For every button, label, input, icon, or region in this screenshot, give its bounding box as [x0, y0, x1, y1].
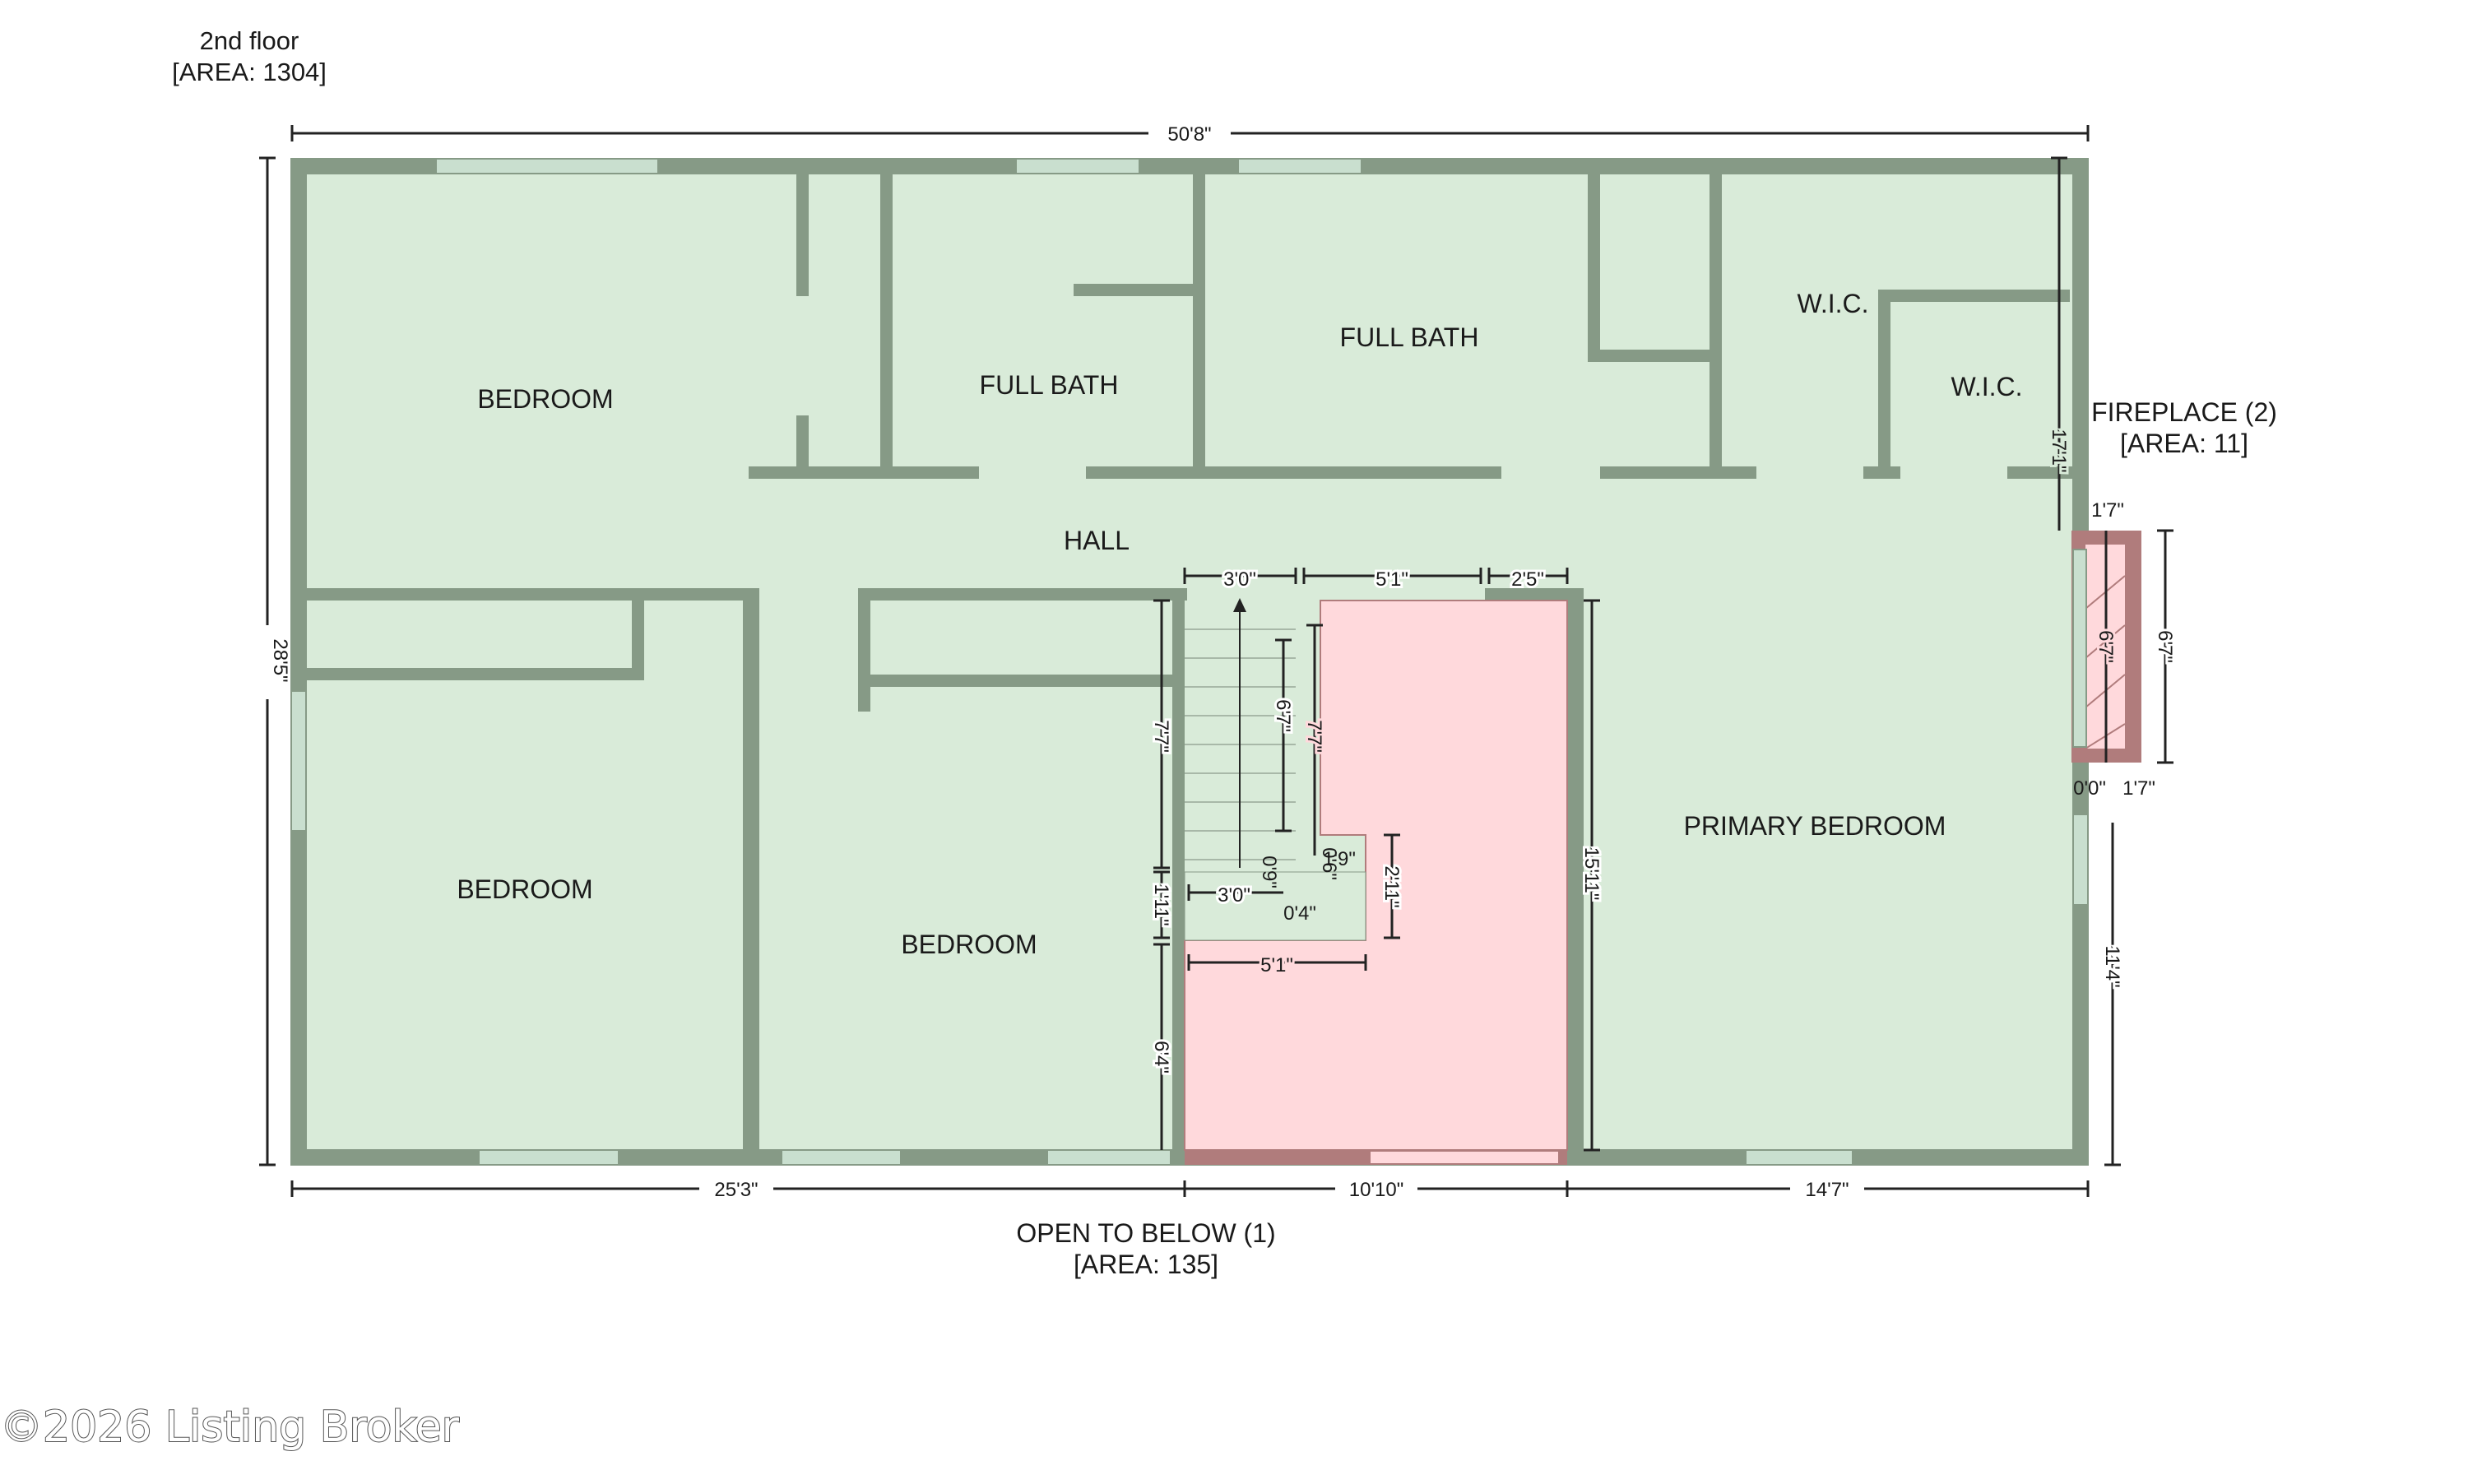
room-label-bedroom-nw: BEDROOM [477, 384, 613, 414]
room-label-full-bath-2: FULL BATH [1340, 322, 1479, 352]
floor-area: [AREA: 1304] [172, 58, 327, 86]
bottom-dimension-line [290, 1180, 2090, 1197]
dim-landing-step: 0'9" [1258, 856, 1280, 888]
overall-width-label: 50'8" [1167, 123, 1211, 146]
inner-dimension-lines [1153, 156, 2173, 1166]
dim-notch-c: 0'4" [1283, 902, 1316, 925]
dim-right-lower: 11'4" [2101, 945, 2123, 987]
dim-landing-width: 2'5" [1511, 568, 1544, 591]
dim-notch-a: 1'9" [1323, 848, 1356, 870]
dim-stair-bottom-width: 3'0" [1218, 884, 1250, 907]
dim-bottom-mid: 10'10" [1349, 1179, 1404, 1201]
room-label-wic-2: W.I.C. [1951, 372, 2022, 401]
dim-fp-bottom-a: 0'0" [2073, 777, 2106, 800]
dim-lower-run: 6'4" [1150, 1041, 1172, 1074]
dim-notch-b: 0'6" [1318, 847, 1340, 880]
fireplace-title: FIREPLACE (2) [2091, 397, 2277, 427]
dim-open-run: 7'7" [1303, 720, 1325, 753]
room-label-primary-bedroom: PRIMARY BEDROOM [1684, 811, 1946, 841]
watermark: ©2026 Listing Broker [0, 1403, 460, 1452]
inner-dimension-labels: 3'0" 5'1" 2'5" 7'7" 6'7" 7'7" 1'11" 0'9"… [1148, 426, 2178, 1075]
dim-fp-depth-outer: 6'7" [2154, 630, 2176, 663]
dim-bottom-right: 14'7" [1805, 1179, 1849, 1201]
dim-notch-depth: 2'11" [1380, 865, 1403, 907]
overall-depth-label: 28'5" [269, 638, 291, 682]
dim-right-upper: 17'1" [2048, 429, 2070, 472]
room-label-wic-1: W.I.C. [1797, 289, 1868, 318]
floor-title: 2nd floor [200, 26, 299, 55]
dim-open-bottom-width: 5'1" [1260, 954, 1293, 976]
stair-landing [1184, 871, 1366, 941]
room-label-hall: HALL [1064, 526, 1130, 555]
dim-bottom-left: 25'3" [714, 1179, 758, 1201]
dim-primary-depth: 15'11" [1580, 847, 1603, 901]
dim-stair-top-width: 3'0" [1223, 568, 1256, 591]
windows [290, 158, 2089, 1166]
room-bedroom-mid [761, 601, 1164, 1149]
room-bedroom-nw [307, 174, 792, 591]
open-to-below-area-label: [AREA: 135] [1074, 1250, 1218, 1279]
dim-fp-bottom-b: 1'7" [2122, 777, 2155, 800]
room-label-full-bath-1: FULL BATH [980, 370, 1119, 400]
dim-open-top-width: 5'1" [1375, 568, 1408, 591]
room-bedroom-sw [307, 601, 743, 1149]
open-to-below-title: OPEN TO BELOW (1) [1016, 1218, 1275, 1248]
fireplace-area: [AREA: 11] [2120, 429, 2248, 458]
dim-landing-depth: 1'11" [1150, 883, 1172, 925]
stair-arrow-icon [1233, 598, 1246, 612]
room-label-bedroom-mid: BEDROOM [901, 930, 1037, 959]
dim-fp-width: 1'7" [2091, 499, 2124, 522]
staircase [1185, 598, 1296, 872]
dim-fp-depth-inner: 6'7" [2095, 630, 2117, 663]
door-openings [759, 282, 2007, 687]
dim-stair-inner-run: 6'7" [1272, 699, 1294, 732]
room-label-bedroom-sw: BEDROOM [457, 874, 592, 904]
dim-stair-run: 7'7" [1150, 720, 1172, 753]
